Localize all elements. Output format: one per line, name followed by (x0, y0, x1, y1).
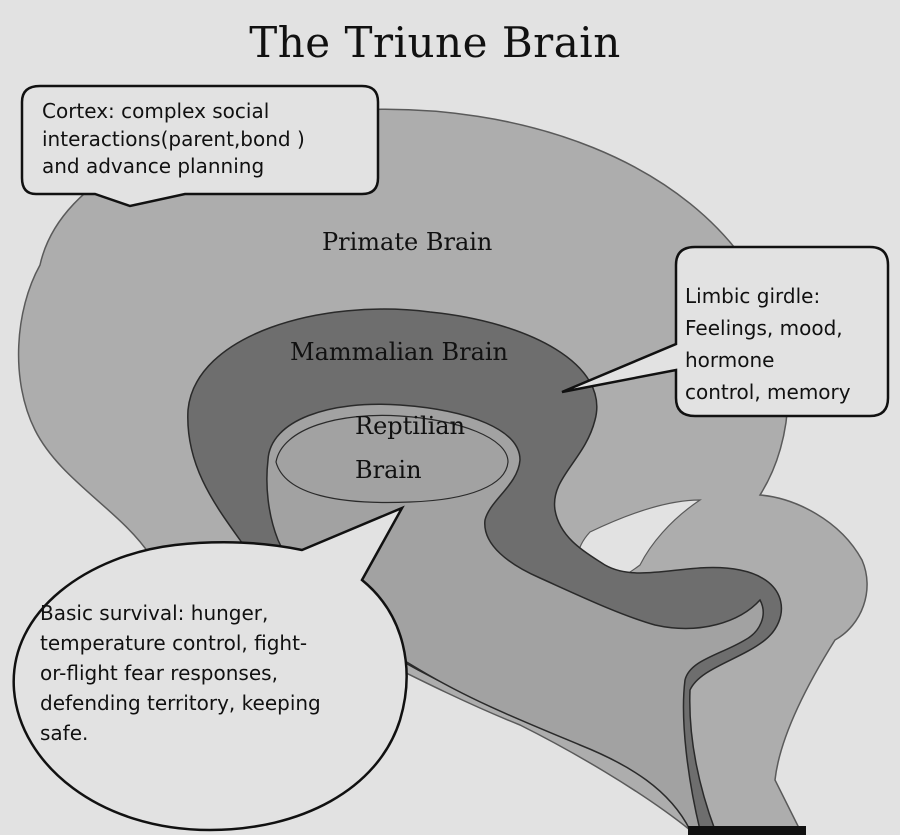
primate-brain-label: Primate Brain (322, 228, 493, 256)
survival-callout-line: safe. (40, 721, 89, 745)
limbic-callout-line: Feelings, mood, (685, 316, 843, 340)
survival-callout-text: Basic survival: hunger, temperature cont… (40, 598, 321, 748)
reptilian-core (275, 414, 509, 504)
limbic-callout-line: hormone (685, 348, 775, 372)
brainstem-base (688, 826, 806, 835)
survival-callout-bubble (12, 505, 408, 832)
cortex-callout-text: Cortex: complex social interactions(pare… (42, 98, 305, 181)
reptilian-brain-layer (266, 403, 764, 831)
cortex-callout-line: interactions(parent,bond ) (42, 126, 305, 151)
survival-callout-line: Basic survival: hunger, (40, 601, 269, 625)
reptilian-brain-label-line2: Brain (355, 456, 422, 484)
limbic-callout-bubble (561, 245, 890, 418)
mammalian-brain-label: Mammalian Brain (290, 338, 509, 366)
survival-callout-line: temperature control, fight- (40, 631, 308, 655)
reptilian-brain-label-line1: Reptilian (355, 412, 466, 440)
survival-callout-line: or-flight fear responses, (40, 661, 278, 685)
page-title: The Triune Brain (249, 18, 621, 67)
limbic-callout-text: Limbic girdle: Feelings, mood, hormone c… (685, 280, 851, 408)
cortex-callout-line: and advance planning (42, 154, 265, 179)
cortex-callout-bubble (20, 84, 380, 208)
survival-callout-line: defending territory, keeping (40, 691, 321, 715)
limbic-callout-line: control, memory (685, 380, 851, 404)
limbic-callout-line: Limbic girdle: (685, 284, 821, 308)
cortex-callout-line: Cortex: complex social (42, 99, 270, 123)
